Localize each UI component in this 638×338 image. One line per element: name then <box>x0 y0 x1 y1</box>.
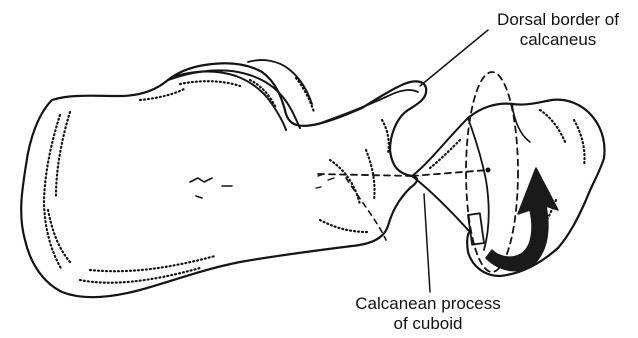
cuboid-bone <box>412 72 605 276</box>
calcanean-process-leader <box>424 194 430 292</box>
leader-lines <box>420 30 488 292</box>
calcaneus-bone <box>21 60 426 297</box>
dorsal-border-label-line1: Dorsal border of <box>478 10 638 30</box>
dorsal-border-label-line2: calcaneus <box>478 30 638 50</box>
curved-arrow-icon <box>486 168 558 271</box>
dorsal-border-label: Dorsal border of calcaneus <box>478 10 638 50</box>
calcanean-process-label: Calcanean process of cuboid <box>318 294 538 334</box>
calcanean-process-label-line2: of cuboid <box>318 314 538 334</box>
calcanean-process-label-line1: Calcanean process <box>318 294 538 314</box>
